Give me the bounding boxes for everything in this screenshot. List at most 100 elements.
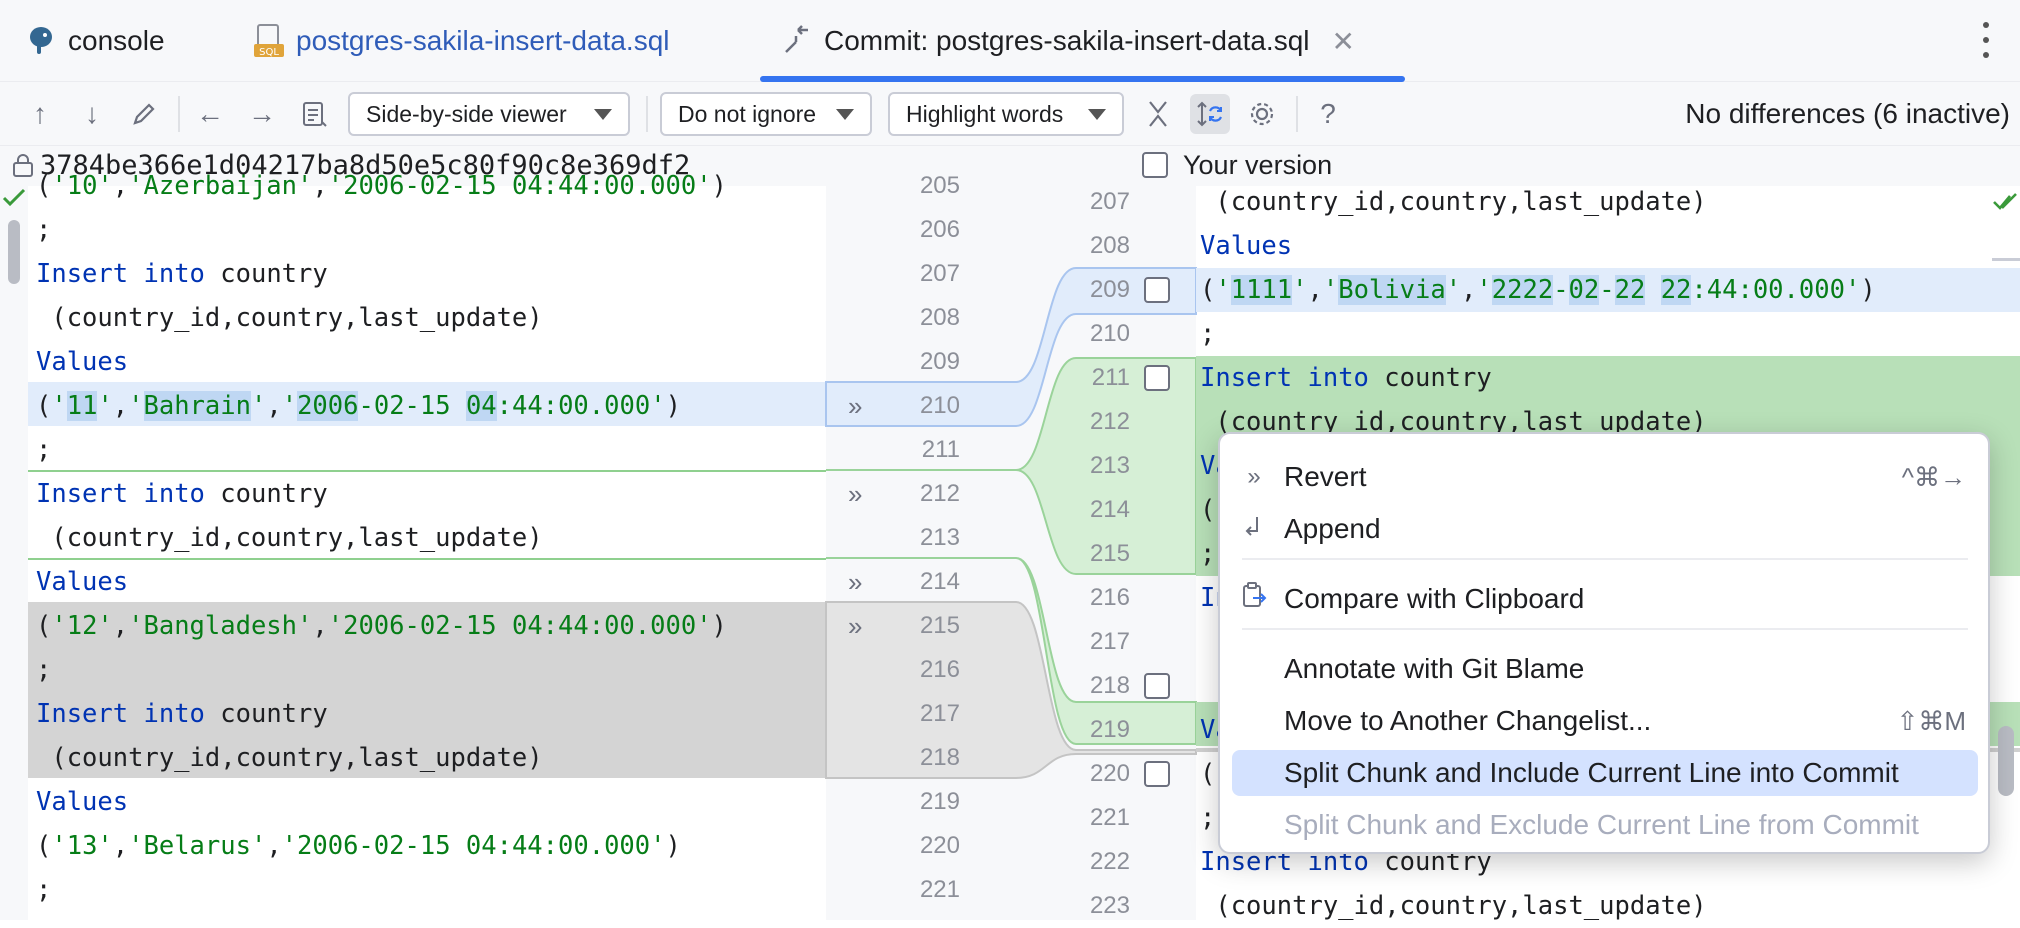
line-number: 222: [1089, 848, 1130, 875]
code-line[interactable]: ;: [1200, 539, 1216, 569]
sql-file-icon: SQL: [254, 24, 284, 58]
chevron-down-icon: [836, 108, 854, 120]
tab-commit[interactable]: Commit: postgres-sakila-insert-data.sql …: [782, 0, 1355, 82]
code-line[interactable]: ;: [1200, 803, 1216, 833]
code-line[interactable]: Insert into country: [1200, 363, 1492, 393]
code-line[interactable]: ;: [36, 215, 52, 245]
menu-item-compare-clipboard[interactable]: Compare with Clipboard: [1232, 576, 1978, 622]
code-line[interactable]: Insert into country: [36, 479, 328, 509]
revert-icon: »: [1247, 463, 1261, 490]
line-number: 209: [919, 348, 960, 375]
ignore-whitespace-select[interactable]: Do not ignore: [660, 92, 872, 136]
tab-sql-file[interactable]: SQL postgres-sakila-insert-data.sql: [254, 0, 670, 82]
line-number: 212: [1089, 408, 1130, 435]
diff-connector-curves: [825, 267, 1197, 779]
previous-file-icon[interactable]: ←: [196, 98, 224, 129]
code-line[interactable]: (country_id,country,last_update): [36, 743, 543, 773]
code-line[interactable]: ;: [1200, 319, 1216, 349]
sync-scroll-icon[interactable]: [1190, 94, 1230, 134]
file-list-icon[interactable]: [294, 94, 334, 134]
help-icon[interactable]: ?: [1308, 94, 1348, 134]
your-version-checkbox[interactable]: [1142, 152, 1168, 178]
line-number: 218: [1089, 672, 1130, 699]
line-number: 213: [1089, 452, 1130, 479]
include-chunk-checkbox[interactable]: [1144, 277, 1170, 303]
postgres-elephant-icon: [26, 24, 56, 58]
line-number: 219: [919, 788, 960, 815]
left-scrollbar[interactable]: [8, 220, 20, 284]
tab-console[interactable]: console: [26, 0, 165, 82]
menu-item-revert[interactable]: » Revert ^⌘→: [1232, 454, 1978, 500]
commit-diff-icon: [782, 24, 812, 58]
diff-toolbar: ↑ ↓ ← → Side-by-side viewer Do not ignor…: [0, 82, 2020, 146]
code-line[interactable]: ;: [36, 655, 52, 685]
code-line[interactable]: (country_id,country,last_update): [36, 303, 543, 333]
include-chunk-checkbox[interactable]: [1144, 761, 1170, 787]
code-line[interactable]: (: [1200, 759, 1216, 789]
edit-source-icon[interactable]: [124, 94, 164, 134]
viewer-mode-select[interactable]: Side-by-side viewer: [348, 92, 630, 136]
right-scrollbar[interactable]: [1998, 726, 2014, 796]
menu-item-label: Split Chunk and Exclude Current Line fro…: [1284, 809, 1919, 840]
menu-item-append[interactable]: Append: [1232, 506, 1978, 552]
line-number: 211: [921, 436, 960, 463]
code-line[interactable]: ('12','Bangladesh','2006-02-15 04:44:00.…: [36, 611, 727, 641]
tab-label: Commit: postgres-sakila-insert-data.sql: [824, 25, 1310, 56]
next-file-icon[interactable]: →: [248, 98, 276, 129]
code-line[interactable]: (country_id,country,last_update): [36, 523, 543, 553]
highlight-mode-select[interactable]: Highlight words: [888, 92, 1124, 136]
line-number: 214: [919, 568, 960, 595]
previous-difference-icon[interactable]: ↑: [33, 98, 47, 129]
line-number: 210: [1089, 320, 1130, 347]
help-label: ?: [1320, 98, 1336, 129]
apply-change-icon[interactable]: »: [848, 479, 863, 509]
code-line[interactable]: Insert into country: [36, 259, 328, 289]
toolbar-separator: [646, 96, 648, 132]
code-line[interactable]: (country_id,country,last_update): [1200, 187, 1707, 217]
menu-item-annotate-git-blame[interactable]: Annotate with Git Blame: [1232, 646, 1978, 692]
gear-icon[interactable]: [1242, 94, 1282, 134]
code-line[interactable]: ('10','Azerbaijan','2006-02-15 04:44:00.…: [36, 171, 727, 201]
menu-item-split-include[interactable]: Split Chunk and Include Current Line int…: [1232, 750, 1978, 796]
context-menu: » Revert ^⌘→ Append Compare with Clipboa…: [1218, 432, 1990, 854]
include-chunk-checkbox[interactable]: [1144, 365, 1170, 391]
menu-item-shortcut: ^⌘→: [1901, 461, 1966, 492]
code-line[interactable]: ('13','Belarus','2006-02-15 04:44:00.000…: [36, 831, 681, 861]
apply-change-icon[interactable]: »: [848, 567, 863, 597]
code-line[interactable]: Values: [36, 567, 129, 597]
line-number: 207: [919, 260, 960, 287]
chevron-down-icon: [1088, 108, 1106, 120]
svg-text:SQL: SQL: [259, 47, 279, 58]
code-line[interactable]: ;: [36, 875, 52, 905]
include-chunk-checkbox[interactable]: [1144, 673, 1170, 699]
code-line[interactable]: (country_id,country,last_update): [1200, 891, 1707, 921]
code-line[interactable]: ('11','Bahrain','2006-02-15 04:44:00.000…: [36, 391, 681, 421]
line-number: 217: [919, 700, 960, 727]
menu-item-label: Compare with Clipboard: [1284, 583, 1585, 614]
code-line[interactable]: Values: [1200, 231, 1293, 261]
code-line[interactable]: ('1111','Bolivia','2222-02-22 22:44:00.0…: [1200, 275, 1876, 305]
line-number: 223: [1089, 892, 1130, 919]
code-line[interactable]: Values: [36, 787, 129, 817]
collapse-unchanged-icon[interactable]: [1138, 94, 1178, 134]
revision-info-row: 3784be366e1d04217ba8d50e5c80f90c8e369df2…: [0, 146, 2020, 186]
code-line[interactable]: Insert into country: [36, 699, 328, 729]
insertion-marker: [28, 470, 826, 472]
menu-item-label: Append: [1284, 513, 1381, 544]
code-line[interactable]: (: [1200, 495, 1216, 525]
your-version-label: Your version: [1183, 150, 1333, 180]
code-line[interactable]: Values: [36, 347, 129, 377]
code-line[interactable]: ;: [36, 435, 52, 465]
close-icon[interactable]: ✕: [1331, 25, 1355, 57]
apply-change-icon[interactable]: »: [848, 391, 863, 421]
apply-change-icon[interactable]: »: [848, 611, 863, 641]
menu-separator: [1242, 558, 1968, 560]
line-number: 216: [1089, 584, 1130, 611]
ignore-whitespace-value: Do not ignore: [678, 100, 817, 127]
next-difference-icon[interactable]: ↓: [85, 98, 99, 129]
menu-item-move-changelist[interactable]: Move to Another Changelist... ⇧⌘M: [1232, 698, 1978, 744]
left-gutter: [0, 186, 28, 920]
menu-separator: [1242, 628, 1968, 630]
more-options-icon[interactable]: [1982, 22, 1990, 58]
line-number: 220: [919, 832, 960, 859]
